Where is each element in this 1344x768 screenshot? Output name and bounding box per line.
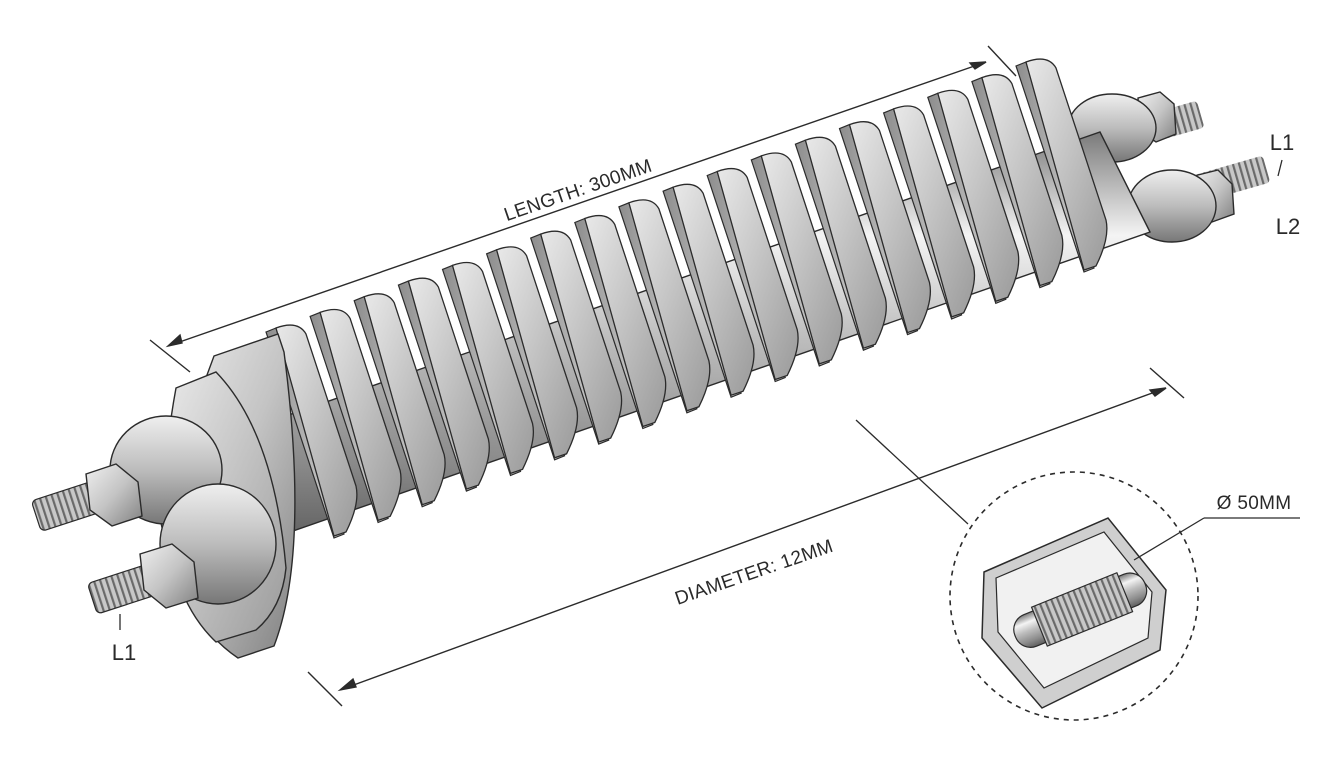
fin [882, 105, 976, 320]
detail-diameter-label: Ø 50MM [1217, 493, 1292, 514]
cutaway-detail [949, 471, 1300, 721]
fin [397, 277, 490, 492]
diameter-dimension [307, 367, 1185, 707]
terminal-top-l2-label: L2 [1276, 214, 1300, 239]
terminal-top-l1-label: L1 [1270, 130, 1294, 155]
fin [750, 152, 843, 367]
fin [574, 214, 667, 430]
terminal-top-right [1067, 91, 1270, 243]
fin [485, 246, 579, 461]
fin [353, 293, 446, 508]
diameter-label: DIAMETER: 12MM [672, 536, 836, 610]
length-dimension [149, 45, 1017, 373]
fin-stack [265, 58, 1108, 539]
heater-assembly [32, 58, 1270, 659]
terminal-bottom-l1-label: L1 [112, 640, 136, 665]
terminal-bottom-left [32, 463, 199, 614]
fin [618, 199, 711, 414]
fin [927, 89, 1020, 305]
fin [309, 308, 402, 524]
fin [706, 167, 799, 383]
fin [441, 261, 535, 477]
fin [838, 121, 932, 336]
fin [794, 136, 887, 351]
heating-coil-detail [1013, 571, 1148, 648]
fin [1015, 58, 1108, 273]
fin [662, 183, 755, 398]
fin [971, 74, 1064, 289]
fin [529, 230, 623, 445]
detail-leader [855, 419, 969, 525]
